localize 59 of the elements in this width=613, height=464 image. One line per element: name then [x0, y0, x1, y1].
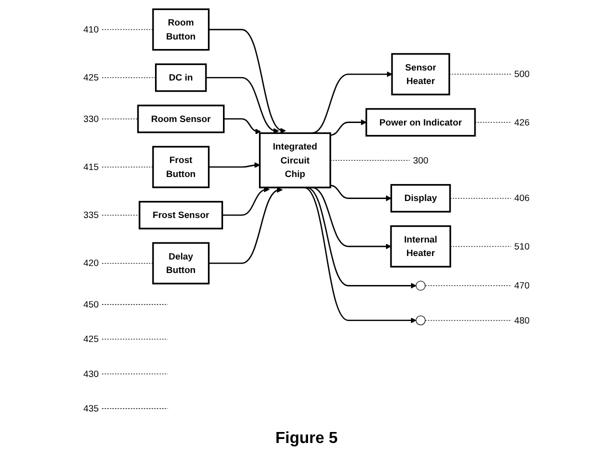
- node-text: 430: [83, 368, 99, 379]
- connector: [424, 285, 512, 286]
- node-box: Frost Sensor: [138, 200, 224, 230]
- node-text: 335: [83, 210, 99, 220]
- node-box: Frost Button: [152, 146, 210, 188]
- connector: [330, 160, 410, 161]
- connector: [448, 74, 512, 75]
- arrow: [224, 118, 261, 134]
- arrow: [330, 119, 367, 136]
- connector: [102, 304, 168, 305]
- node-text: 480: [514, 314, 530, 326]
- connector: [102, 214, 140, 216]
- node-text: 510: [514, 240, 530, 252]
- node-box: Sensor Heater: [391, 53, 450, 96]
- node-text: 450: [83, 298, 99, 310]
- node-text: 435: [83, 403, 99, 414]
- connector: [102, 118, 138, 120]
- node-text: 470: [514, 280, 530, 291]
- node-box: Room Button: [152, 8, 210, 51]
- connector: [102, 166, 154, 168]
- node-text: 420: [83, 258, 99, 268]
- node-box: Integrated Circuit Chip: [258, 132, 332, 188]
- node-box: DC in: [155, 63, 207, 92]
- connector: [102, 262, 154, 264]
- node-text: 425: [83, 72, 99, 83]
- arrow: [312, 186, 392, 250]
- arrow: [222, 186, 270, 216]
- node-box: Delay Button: [152, 242, 210, 284]
- arrow: [312, 71, 392, 134]
- node-box: Room Sensor: [137, 104, 225, 134]
- node-text: 425: [83, 334, 99, 344]
- connector: [450, 246, 512, 247]
- node-text: 330: [83, 113, 99, 124]
- node-circle: [416, 315, 426, 326]
- node-box: Power on Indicator: [365, 108, 476, 137]
- node-circle: [416, 280, 426, 291]
- connector: [102, 29, 154, 30]
- node-text: 410: [83, 24, 99, 34]
- arrow: [208, 188, 283, 264]
- connector: [102, 77, 156, 78]
- node-text: 415: [83, 161, 99, 172]
- connector: [102, 408, 168, 409]
- arrow: [306, 186, 416, 289]
- connector: [424, 320, 512, 321]
- connector: [450, 198, 512, 199]
- arrow: [304, 186, 416, 324]
- connector: [102, 338, 168, 340]
- node-box: Internal Heater: [390, 225, 452, 268]
- arrow: [208, 162, 260, 168]
- node-box: Display: [390, 184, 451, 213]
- connector: [474, 122, 512, 123]
- node-text: 426: [514, 116, 530, 128]
- arrow: [330, 184, 392, 202]
- arrow: [208, 28, 286, 132]
- node-text: 500: [514, 68, 530, 80]
- figure-caption: Figure 5: [275, 430, 338, 447]
- node-text: 300: [413, 154, 428, 166]
- node-text: 406: [514, 192, 530, 204]
- arrow: [206, 77, 279, 134]
